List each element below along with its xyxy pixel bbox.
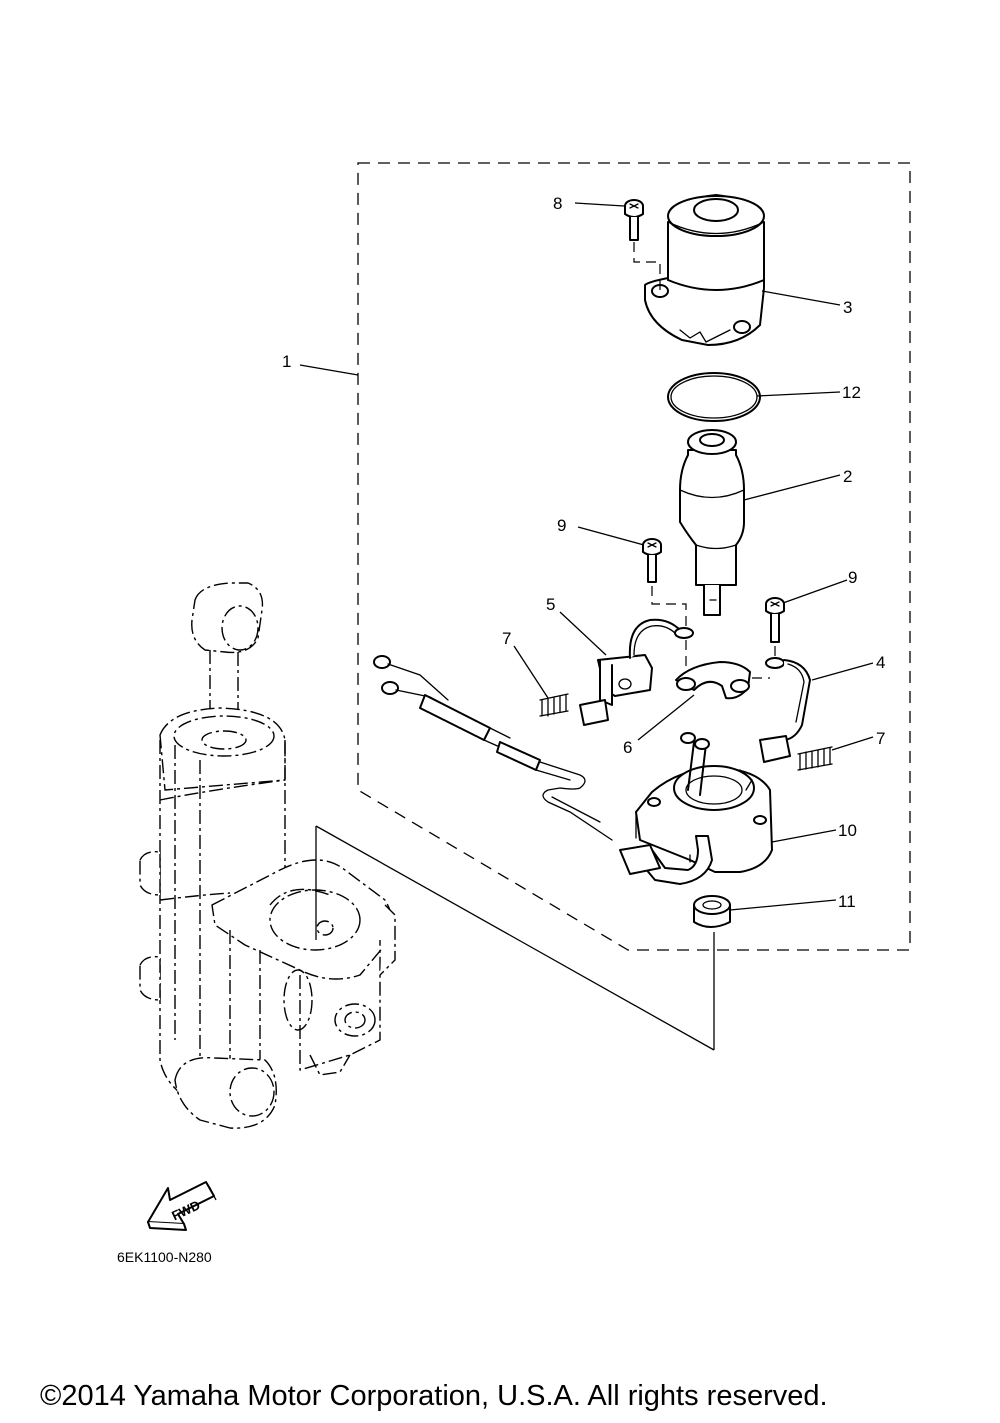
brush-plate (675, 661, 770, 700)
screw-9-right (765, 597, 785, 662)
forward-arrow-icon: FWD (147, 1181, 217, 1231)
wiring-harness (373, 655, 613, 841)
callout-9-left: 9 (557, 516, 566, 535)
callout-11: 11 (838, 892, 856, 911)
motor-base (619, 732, 773, 885)
screw-9-left (642, 538, 687, 630)
brush-holder (579, 618, 694, 726)
callout-9-right: 9 (848, 568, 857, 587)
callout-5: 5 (546, 595, 555, 614)
drawing-code: 6EK1100-N280 (117, 1249, 212, 1265)
trim-motor (644, 194, 765, 346)
screw-8 (624, 199, 661, 290)
callout-7-right: 7 (876, 729, 885, 748)
armature (679, 429, 745, 616)
assembly-connector-lines (315, 825, 715, 1051)
o-ring (667, 372, 761, 422)
callout-3: 3 (843, 298, 852, 317)
callout-6: 6 (623, 738, 632, 757)
callout-labels: 1 2 3 4 5 6 7 7 8 9 9 10 11 12 (282, 194, 885, 911)
callout-8: 8 (553, 194, 562, 213)
callout-2: 2 (843, 467, 852, 486)
grommet (693, 895, 731, 928)
assembly-boundary (357, 162, 911, 951)
copyright-notice: ©2014 Yamaha Motor Corporation, U.S.A. A… (40, 1380, 828, 1412)
callout-4: 4 (876, 653, 885, 672)
callout-1: 1 (282, 352, 291, 371)
brush-lead (759, 657, 811, 763)
leader-lines (299, 202, 874, 911)
callout-7-left: 7 (502, 629, 511, 648)
spring-7-left (539, 693, 569, 717)
spring-7-right (797, 746, 833, 771)
tilt-cylinder-ghost (139, 582, 396, 1129)
callout-12: 12 (842, 383, 861, 402)
callout-10: 10 (838, 821, 857, 840)
